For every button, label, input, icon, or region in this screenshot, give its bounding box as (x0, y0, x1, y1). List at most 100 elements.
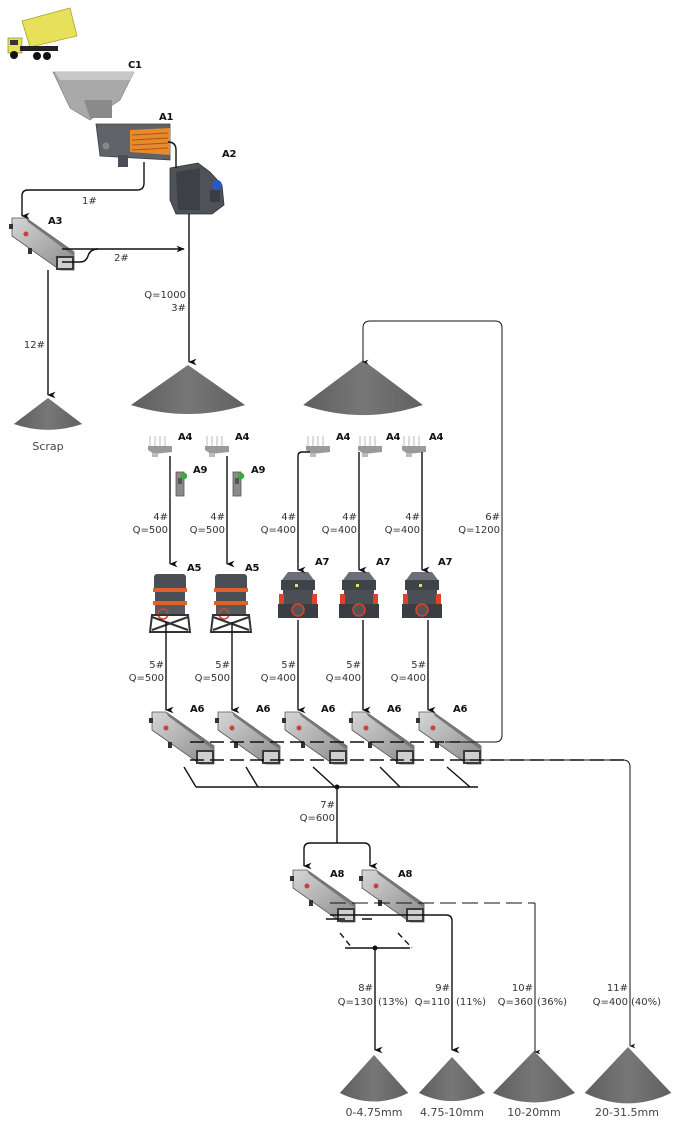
pile-20-31.5-icon (584, 1047, 672, 1104)
tag-a4-1: A4 (178, 432, 193, 443)
pile-label-0-4.75: 0-4.75mm (345, 1106, 403, 1119)
tag-a4-4: A4 (386, 432, 401, 443)
label-stream-6-q: Q=1200 (458, 525, 500, 536)
pile-10-20-icon (492, 1051, 576, 1103)
vibrating-screen-a6-2-icon (214, 711, 281, 765)
flow-lines (21, 141, 636, 1055)
cone-crusher-a5-2-icon (210, 573, 252, 633)
underpile-feeder-a4-3-icon (305, 435, 331, 458)
tag-a4-5: A4 (429, 432, 444, 443)
cone-crusher-a7-3-icon (401, 571, 443, 619)
label-stream-4d-q: Q=400 (321, 525, 357, 536)
tag-a5-2: A5 (245, 563, 260, 574)
label-stream-8-q: Q=130 (337, 997, 373, 1008)
label-stream-4c-id: 4# (281, 512, 296, 523)
pile-label-4.75-10: 4.75-10mm (420, 1106, 484, 1119)
tag-a7-2: A7 (376, 557, 391, 568)
vibrating-screen-a6-3-icon (281, 711, 348, 765)
label-stream-4d-id: 4# (342, 512, 357, 523)
tag-a2: A2 (222, 149, 237, 160)
label-stream-8-pct: (13%) (378, 997, 409, 1008)
junction-dot-8 (372, 945, 378, 951)
tag-a4-2: A4 (235, 432, 250, 443)
label-stream-4a-id: 4# (153, 512, 168, 523)
tag-a6-1: A6 (190, 704, 205, 715)
pile-0-4.75-icon (339, 1055, 409, 1102)
pile-label-10-20: 10-20mm (507, 1106, 561, 1119)
stream-4c (297, 451, 310, 574)
label-stream-10-q: Q=360 (497, 997, 533, 1008)
pile-4.75-10-icon (418, 1057, 486, 1102)
label-stream-7-id: 7# (320, 800, 335, 811)
label-stream-4b-id: 4# (210, 512, 225, 523)
pile-label-20-31.5: 20-31.5mm (595, 1106, 659, 1119)
underpile-feeder-a4-2-icon (204, 435, 230, 458)
label-stream-11-q: Q=400 (592, 997, 628, 1008)
tag-a7-3: A7 (438, 557, 453, 568)
tag-a6-5: A6 (453, 704, 468, 715)
tag-a6-4: A6 (387, 704, 402, 715)
label-stream-10-id: 10# (511, 983, 533, 994)
tag-a6-2: A6 (256, 704, 271, 715)
tag-a3: A3 (48, 216, 63, 227)
final-screen-a8-2-icon (358, 869, 425, 923)
magnetic-separator-a9-1-icon (175, 471, 188, 497)
tag-a6-3: A6 (321, 704, 336, 715)
label-stream-5c-q: Q=400 (260, 673, 296, 684)
jaw-crusher-a2-icon (169, 162, 225, 215)
label-stream-4e-q: Q=400 (384, 525, 420, 536)
cone-crusher-a7-1-icon (277, 571, 319, 619)
pile-scrap-icon (13, 398, 83, 430)
label-stream-5e-id: 5# (411, 660, 426, 671)
final-screen-a8-1-icon (289, 869, 356, 923)
label-stream-11-pct: (40%) (631, 997, 662, 1008)
vibrating-screen-a6-1-icon (148, 711, 215, 765)
label-stream-5d-q: Q=400 (325, 673, 361, 684)
label-stream-1: 1# (82, 196, 97, 207)
tag-a5-1: A5 (187, 563, 202, 574)
tag-a4-3: A4 (336, 432, 351, 443)
label-stream-6-id: 6# (485, 512, 500, 523)
label-stream-5b-q: Q=500 (194, 673, 230, 684)
tag-a7-1: A7 (315, 557, 330, 568)
cone-crusher-a7-2-icon (338, 571, 380, 619)
label-stream-7-q: Q=600 (299, 813, 335, 824)
tag-a8-1: A8 (330, 869, 345, 880)
label-stream-5a-id: 5# (149, 660, 164, 671)
label-stream-4a-q: Q=500 (132, 525, 168, 536)
label-stream-3-q: Q=1000 (144, 290, 186, 301)
surge-pile-1-icon (131, 365, 245, 414)
tag-a9-1: A9 (193, 465, 208, 476)
tag-a9-2: A9 (251, 465, 266, 476)
label-stream-5d-id: 5# (346, 660, 361, 671)
dump-truck-icon (7, 7, 78, 60)
stream-a1-to-a2 (167, 141, 177, 168)
label-stream-11-id: 11# (606, 983, 628, 994)
stream-6 (362, 320, 503, 743)
label-stream-5b-id: 5# (215, 660, 230, 671)
label-stream-9-id: 9# (435, 983, 450, 994)
label-stream-9-pct: (11%) (456, 997, 487, 1008)
label-stream-4b-q: Q=500 (189, 525, 225, 536)
tag-a1: A1 (159, 112, 174, 123)
label-stream-4c-q: Q=400 (260, 525, 296, 536)
label-stream-5a-q: Q=500 (128, 673, 164, 684)
label-stream-4e-id: 4# (405, 512, 420, 523)
label-stream-12: 12# (23, 340, 45, 351)
label-stream-2: 2# (114, 253, 129, 264)
label-stream-8-id: 8# (358, 983, 373, 994)
stream-9 (330, 914, 460, 1054)
stream-1 (21, 162, 145, 220)
cone-crusher-a5-1-icon (149, 573, 191, 633)
junction-dot-7 (334, 784, 340, 790)
label-stream-5c-id: 5# (281, 660, 296, 671)
underpile-feeder-a4-1-icon (147, 435, 173, 458)
label-stream-9-q: Q=110 (414, 997, 450, 1008)
stream-11 (460, 759, 636, 1049)
surge-pile-2-icon (303, 360, 423, 416)
magnetic-separator-a9-2-icon (232, 471, 245, 497)
hopper-c1-icon (52, 71, 135, 121)
vibrating-screen-a6-5-icon (415, 711, 482, 765)
vibrating-screen-a6-4-icon (348, 711, 415, 765)
